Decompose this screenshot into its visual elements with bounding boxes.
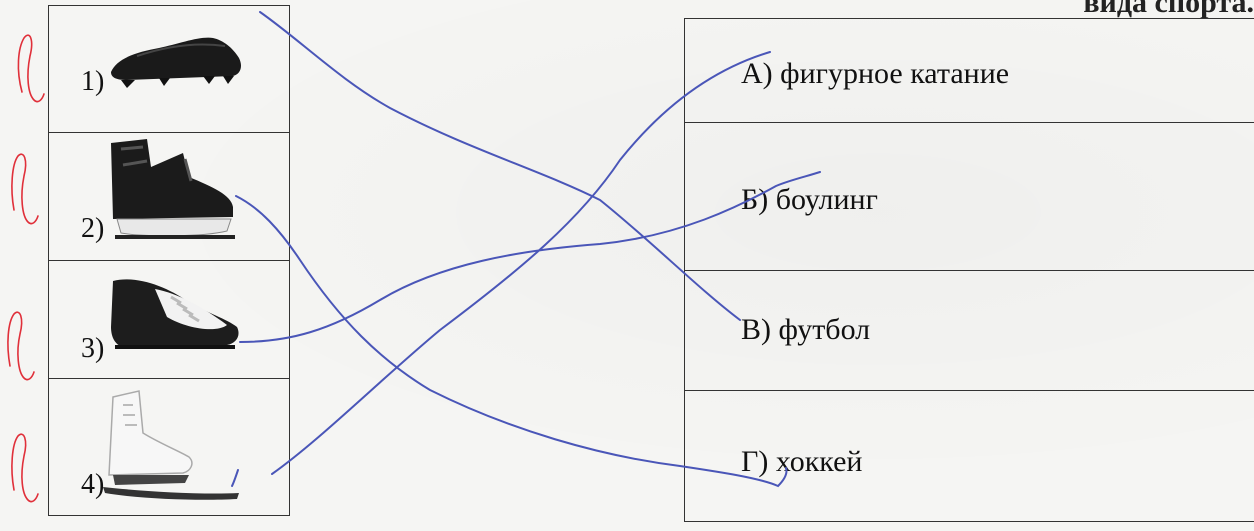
option-row-a: А) фигурное катание — [685, 19, 1254, 123]
item-row-1: 1) — [49, 6, 289, 133]
grade-mark-1 — [17, 34, 45, 103]
grade-mark-3 — [7, 311, 35, 381]
item-number-4: 4) — [81, 469, 105, 500]
grade-mark-2 — [11, 153, 39, 225]
item-number-3: 3) — [81, 333, 105, 364]
match-line-1-v — [259, 11, 741, 321]
item-row-2: 2) — [49, 133, 289, 261]
option-row-b: Б) боулинг — [685, 123, 1254, 271]
figure-skate-icon — [103, 390, 239, 500]
option-row-c: В) футбол — [685, 271, 1254, 391]
bowling-shoe-icon — [111, 279, 239, 349]
item-number-2: 2) — [81, 213, 105, 244]
match-line-2-g — [235, 195, 788, 488]
items-table: 1) 2) 3) 4) — [48, 5, 290, 516]
option-c-label: В) футбол — [741, 313, 871, 346]
option-d-label: Г) хоккей — [741, 445, 863, 478]
match-line-3-b — [239, 171, 821, 343]
option-row-d: Г) хоккей — [685, 391, 1254, 521]
item-number-1: 1) — [81, 66, 105, 97]
pen-stroke-mark — [231, 469, 239, 487]
hockey-skate-icon — [111, 139, 235, 239]
task-heading: вида спорта. — [1083, 0, 1254, 19]
grade-mark-4 — [11, 433, 39, 503]
item-row-4: 4) — [49, 379, 289, 515]
option-a-label: А) фигурное катание — [741, 57, 1010, 90]
options-table: А) фигурное катание Б) боулинг В) футбол… — [684, 18, 1254, 522]
option-b-label: Б) боулинг — [741, 183, 878, 216]
match-line-4-a — [271, 51, 771, 475]
football-boot-icon — [111, 37, 241, 88]
item-row-3: 3) — [49, 261, 289, 379]
